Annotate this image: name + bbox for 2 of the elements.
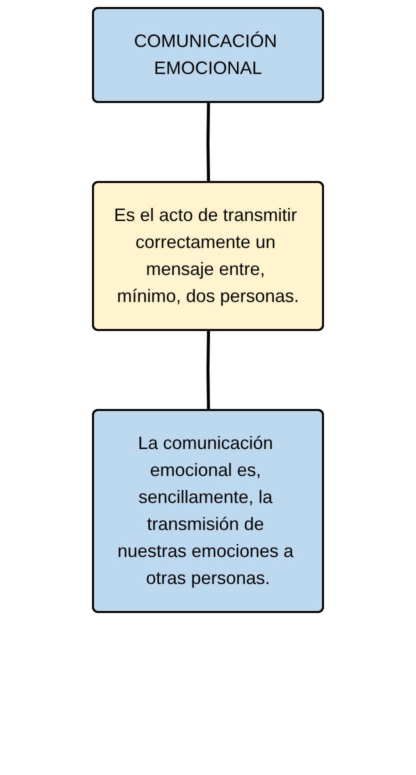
connector xyxy=(206,102,210,183)
connector xyxy=(206,330,210,411)
